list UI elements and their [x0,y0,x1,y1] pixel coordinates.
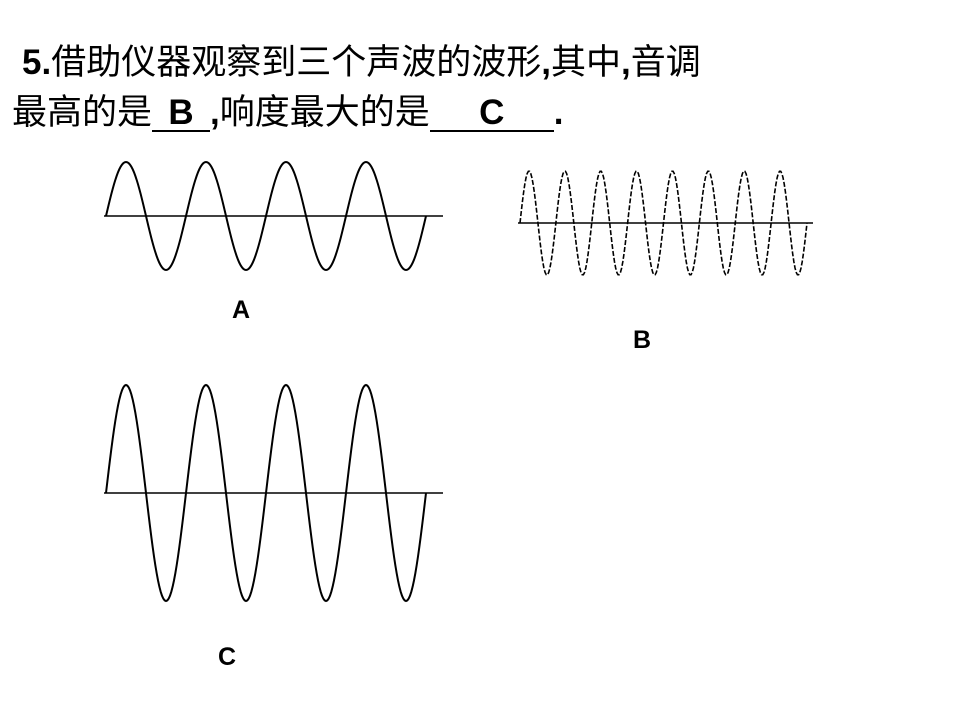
answer-blank-loudness: C [429,95,554,132]
question-part1: 借助仪器观察到三个声波的波形 [51,43,542,83]
waveform-b [518,170,813,276]
question-line2a: 最高的是 [12,93,153,133]
waveform-b-curve [519,170,808,276]
waveform-a-curve [105,160,427,272]
period: . [553,93,564,132]
waveform-b-label: B [633,326,652,354]
waveform-c-label: C [218,643,237,671]
question-number: 5. [22,43,52,82]
comma-3: , [210,93,220,132]
question-line2b: 响度最大的是 [219,93,430,133]
waveform-c [104,383,443,603]
answer-blank-pitch: B [152,95,211,132]
comma-1: , [541,43,551,82]
question-part2: 其中 [550,43,621,83]
waveform-a [104,160,443,272]
waveform-c-curve [105,383,427,603]
question-part3: 音调 [630,43,701,83]
comma-2: , [620,43,631,82]
waveform-a-label: A [232,296,251,324]
